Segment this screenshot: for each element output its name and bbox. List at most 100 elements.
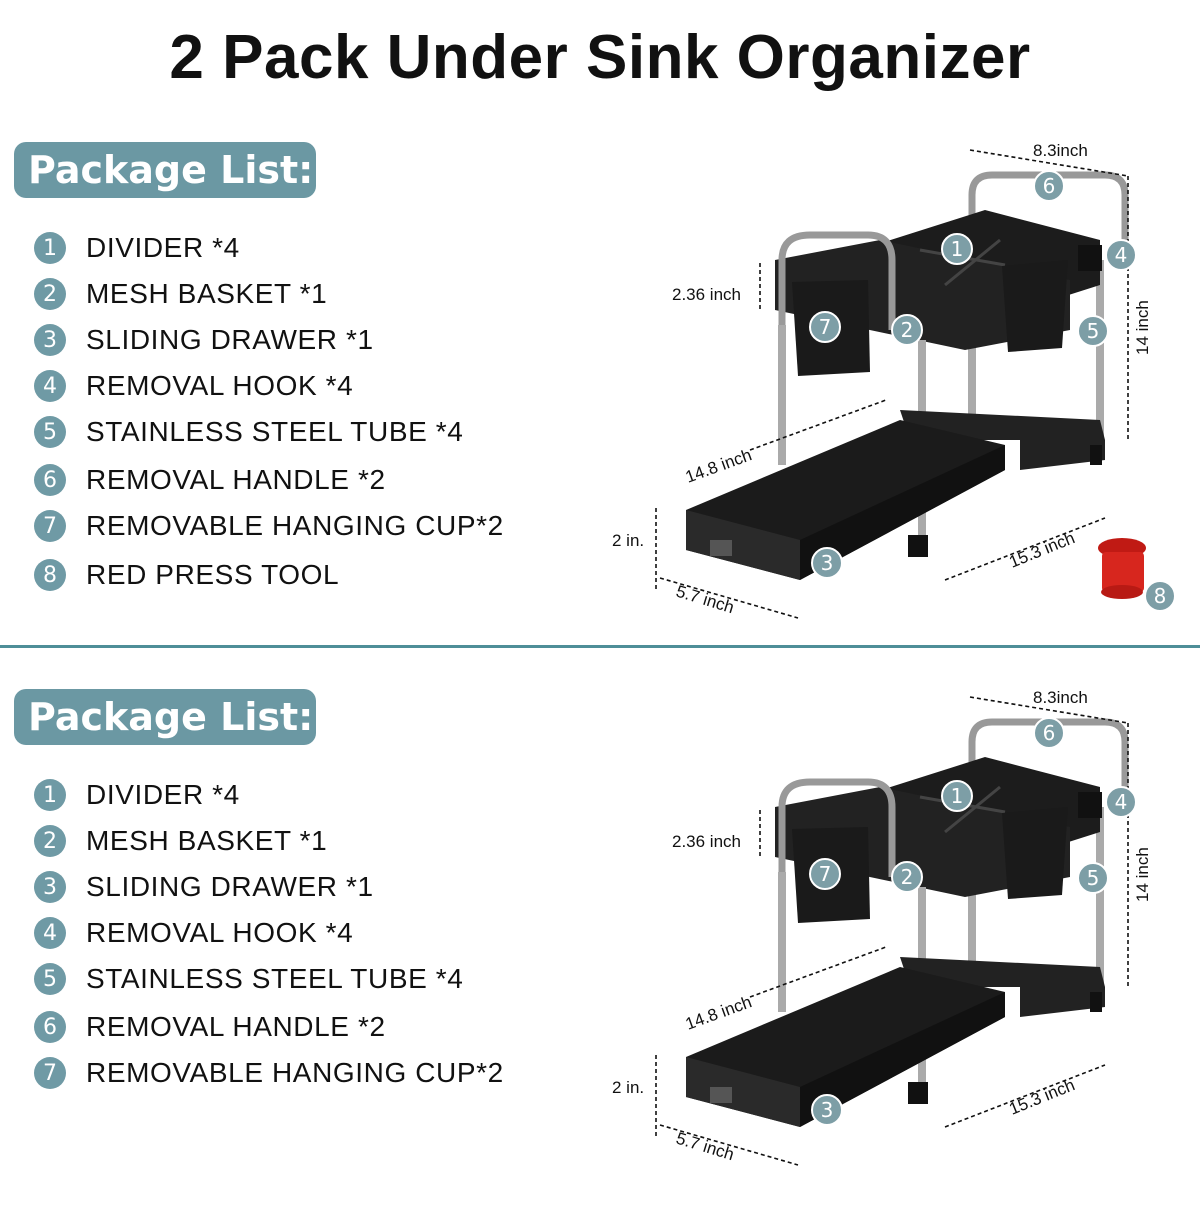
number-badge: 4 [34,370,66,402]
badge-4: 4 [1105,786,1137,818]
bottom-section: Package List: 1 DIVIDER *4 2 MESH BASKET *… [0,688,1200,1229]
item-label: REMOVAL HOOK *4 [86,370,354,401]
list-item: 3 SLIDING DRAWER *1 [34,869,374,905]
number-badge: 2 [34,825,66,857]
badge-7: 7 [809,311,841,343]
badge-8-label: 8 [1154,584,1167,608]
dimension-lines [655,696,1129,1166]
dimension-lines [655,149,1129,619]
dim-depth-top: 14.8 inch [683,992,754,1033]
badge-2: 2 [891,861,923,893]
badge-6-label: 6 [1043,174,1056,198]
organizer-drawing [686,171,1146,599]
dim-height: 14 inch [1133,300,1152,355]
badge-4-label: 4 [1115,243,1128,267]
number-badge: 2 [34,278,66,310]
badge-6: 6 [1033,717,1065,749]
dim-width-top: 8.3inch [1033,141,1088,160]
item-label: MESH BASKET *1 [86,278,328,309]
badge-2-label: 2 [901,318,914,342]
item-label: STAINLESS STEEL TUBE *4 [86,963,464,994]
list-item: 6 REMOVAL HANDLE *2 [34,462,386,498]
list-item: 5 STAINLESS STEEL TUBE *4 [34,414,463,450]
list-item: 6 REMOVAL HANDLE *2 [34,1009,386,1045]
number-badge: 3 [34,324,66,356]
item-label: REMOVABLE HANGING CUP*2 [86,1057,504,1088]
dim-depth-bottom: 15.3 inch [1006,528,1077,571]
item-label: SLIDING DRAWER *1 [86,871,374,902]
item-label: REMOVAL HOOK *4 [86,917,354,948]
list-item: 7 REMOVABLE HANGING CUP*2 [34,508,504,544]
badge-2: 2 [891,314,923,346]
package-list-label: Package List: [14,142,316,198]
badge-4: 4 [1105,239,1137,271]
badge-6: 6 [1033,170,1065,202]
item-label: SLIDING DRAWER *1 [86,324,374,355]
number-badge: 3 [34,871,66,903]
dim-drawer-height: 2 in. [612,1078,644,1097]
dim-basket-height: 2.36 inch [672,285,741,304]
number-badge: 8 [34,559,66,591]
section-divider [0,645,1200,648]
badge-7-label: 7 [819,315,832,339]
badge-3: 3 [811,1094,843,1126]
number-badge: 7 [34,1057,66,1089]
number-badge: 7 [34,510,66,542]
badge-1-label: 1 [951,237,964,261]
badge-1: 1 [941,233,973,265]
package-list-label: Package List: [14,689,316,745]
organizer-drawing [686,718,1129,1127]
dim-drawer-height: 2 in. [612,531,644,550]
list-item: 2 MESH BASKET *1 [34,823,327,859]
badge-7-label: 7 [819,862,832,886]
badge-1-label: 1 [951,784,964,808]
item-label: RED PRESS TOOL [86,559,340,590]
dim-drawer-width: 5.7 inch [674,582,737,618]
badge-5-label: 5 [1087,866,1100,890]
badge-5-label: 5 [1087,319,1100,343]
list-item: 1 DIVIDER *4 [34,777,240,813]
top-section: Package List: 1 DIVIDER *4 2 MESH BASKET *… [0,141,1200,682]
item-label: STAINLESS STEEL TUBE *4 [86,416,464,447]
list-item: 3 SLIDING DRAWER *1 [34,322,374,358]
badge-5: 5 [1077,315,1109,347]
dim-basket-height: 2.36 inch [672,832,741,851]
list-item: 1 DIVIDER *4 [34,230,240,266]
page-title: 2 Pack Under Sink Organizer [169,23,1031,92]
item-label: MESH BASKET *1 [86,825,328,856]
list-item: 4 REMOVAL HOOK *4 [34,915,353,951]
dim-depth-top: 14.8 inch [683,445,754,486]
number-badge: 5 [34,963,66,995]
number-badge: 1 [34,232,66,264]
list-item: 7 REMOVABLE HANGING CUP*2 [34,1055,504,1091]
organizer-illustration: 8.3inch 2.36 inch 14 inch 14.8 inch 2 in… [612,688,1152,1166]
dim-height: 14 inch [1133,847,1152,902]
number-badge: 5 [34,416,66,448]
item-label: REMOVAL HANDLE *2 [86,1011,386,1042]
badge-3-label: 3 [821,551,834,575]
number-badge: 6 [34,464,66,496]
number-badge: 4 [34,917,66,949]
list-item: 8 RED PRESS TOOL [34,557,339,593]
list-item: 2 MESH BASKET *1 [34,276,327,312]
dim-depth-bottom: 15.3 inch [1006,1075,1077,1118]
number-badge: 6 [34,1011,66,1043]
list-item: 4 REMOVAL HOOK *4 [34,368,353,404]
badge-5: 5 [1077,862,1109,894]
badge-7: 7 [809,858,841,890]
item-label: REMOVABLE HANGING CUP*2 [86,510,504,541]
badge-3: 3 [811,547,843,579]
item-label: DIVIDER *4 [86,779,240,810]
badge-3-label: 3 [821,1098,834,1122]
organizer-illustration: 8.3inch 2.36 inch 14 inch 14.8 inch 2 in… [612,141,1176,619]
badge-1: 1 [941,780,973,812]
item-label: DIVIDER *4 [86,232,240,263]
item-label: REMOVAL HANDLE *2 [86,464,386,495]
badge-2-label: 2 [901,865,914,889]
badge-4-label: 4 [1115,790,1128,814]
dim-width-top: 8.3inch [1033,688,1088,707]
dim-drawer-width: 5.7 inch [674,1129,737,1165]
badge-6-label: 6 [1043,721,1056,745]
list-item: 5 STAINLESS STEEL TUBE *4 [34,961,463,997]
number-badge: 1 [34,779,66,811]
